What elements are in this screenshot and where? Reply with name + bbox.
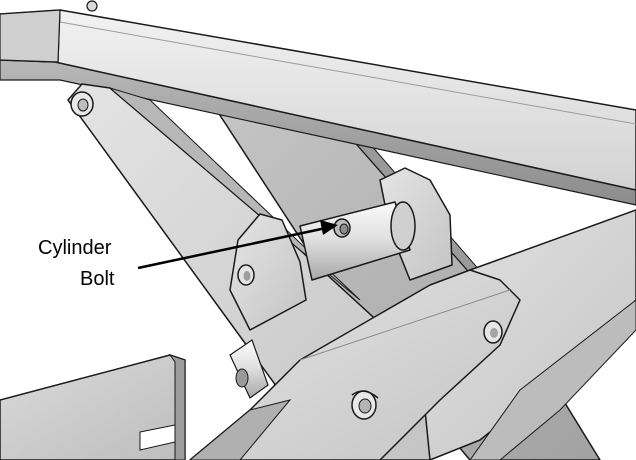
lower-cylinder-rod-end [235,368,249,388]
front-plate-pin-upper-core [490,328,498,338]
front-plate-crease [299,289,511,361]
upper-left-pivot-pin-core [77,98,89,112]
top-rail-bolt [86,0,98,12]
bracket-pivot-pin-core [243,271,251,281]
top-rail-end-cap [0,9,61,63]
cylinder-end [390,201,416,251]
callout-leader-line [137,226,327,270]
left-arm-shadow-face [109,87,361,301]
base-plate-slot [139,424,176,451]
right-arm-inner-face [469,299,636,460]
cylinder-bracket-left [229,213,307,331]
center-pivot-pin-core [358,398,372,414]
callout-arrowhead [320,220,338,235]
cylinder-bolt-head [339,223,349,235]
top-rail-crease [59,21,636,125]
base-plate-edge [168,354,186,460]
callout-label-line1: Cylinder [38,237,112,259]
cylinder-tube [299,201,411,281]
front-plate-lower-face [189,399,292,460]
center-pivot-clip [351,390,379,399]
callout-label-line2: Bolt [80,268,115,290]
